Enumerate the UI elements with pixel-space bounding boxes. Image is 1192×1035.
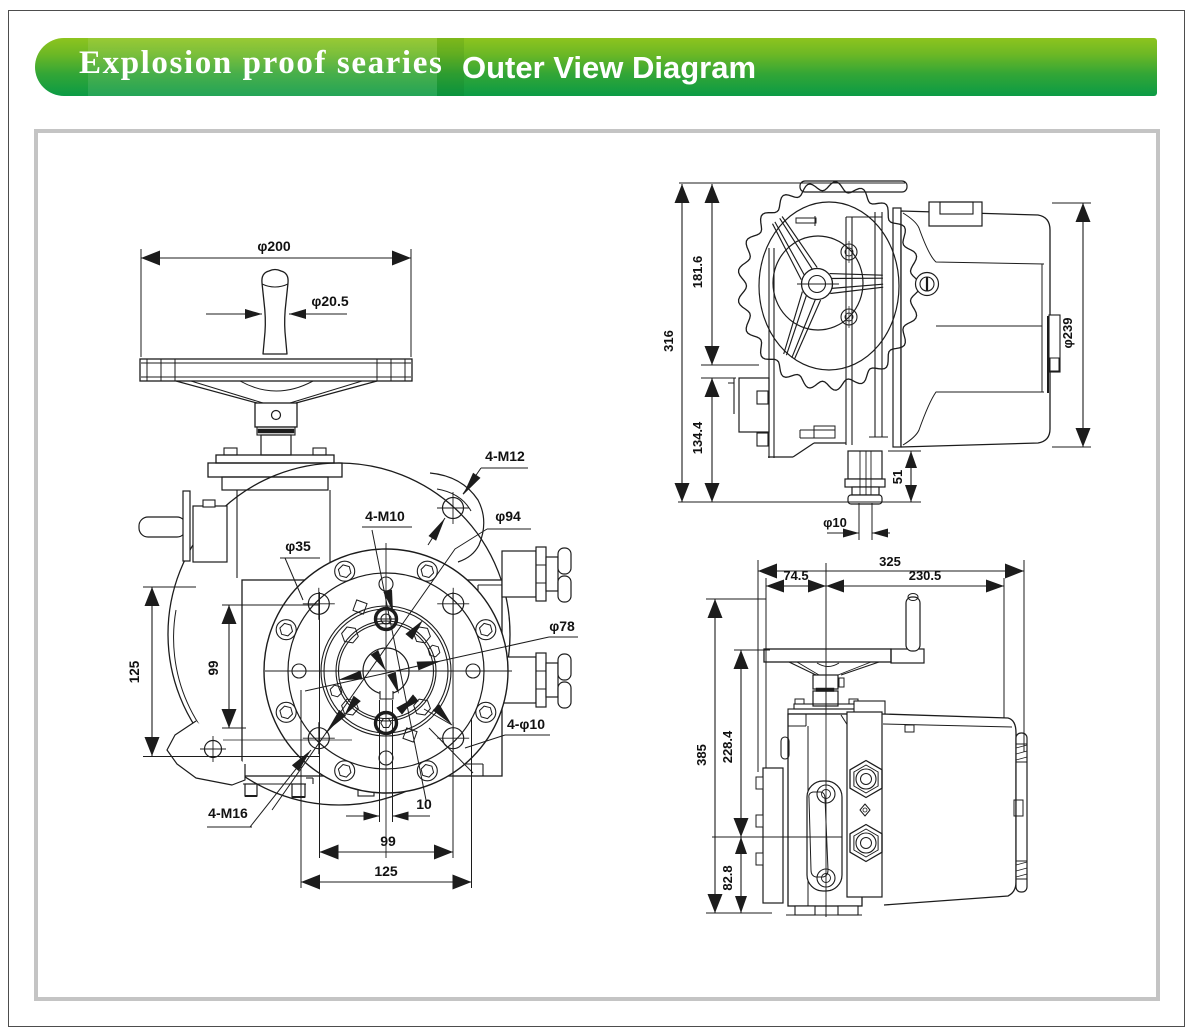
svg-text:99: 99 <box>206 660 221 675</box>
svg-text:φ20.5: φ20.5 <box>311 293 348 309</box>
svg-text:82.8: 82.8 <box>720 865 735 890</box>
svg-text:325: 325 <box>879 554 901 569</box>
svg-text:125: 125 <box>374 863 398 879</box>
svg-text:228.4: 228.4 <box>720 730 735 763</box>
svg-text:10: 10 <box>416 796 432 812</box>
svg-text:74.5: 74.5 <box>783 568 808 583</box>
svg-text:230.5: 230.5 <box>909 568 942 583</box>
svg-text:4-M10: 4-M10 <box>365 508 405 524</box>
svg-text:125: 125 <box>127 660 142 683</box>
svg-text:134.4: 134.4 <box>690 421 705 454</box>
svg-text:φ239: φ239 <box>1060 318 1075 349</box>
svg-text:385: 385 <box>694 744 709 766</box>
svg-text:4-M16: 4-M16 <box>208 805 248 821</box>
svg-text:φ35: φ35 <box>285 538 311 554</box>
svg-text:φ200: φ200 <box>257 238 291 254</box>
svg-text:φ78: φ78 <box>549 618 575 634</box>
svg-text:φ10: φ10 <box>823 515 847 530</box>
svg-text:51: 51 <box>890 470 905 484</box>
svg-text:φ94: φ94 <box>495 508 521 524</box>
svg-text:4-φ10: 4-φ10 <box>507 716 545 732</box>
svg-text:4-M12: 4-M12 <box>485 448 525 464</box>
svg-text:316: 316 <box>661 330 676 352</box>
svg-text:181.6: 181.6 <box>690 256 705 289</box>
svg-text:99: 99 <box>380 833 396 849</box>
